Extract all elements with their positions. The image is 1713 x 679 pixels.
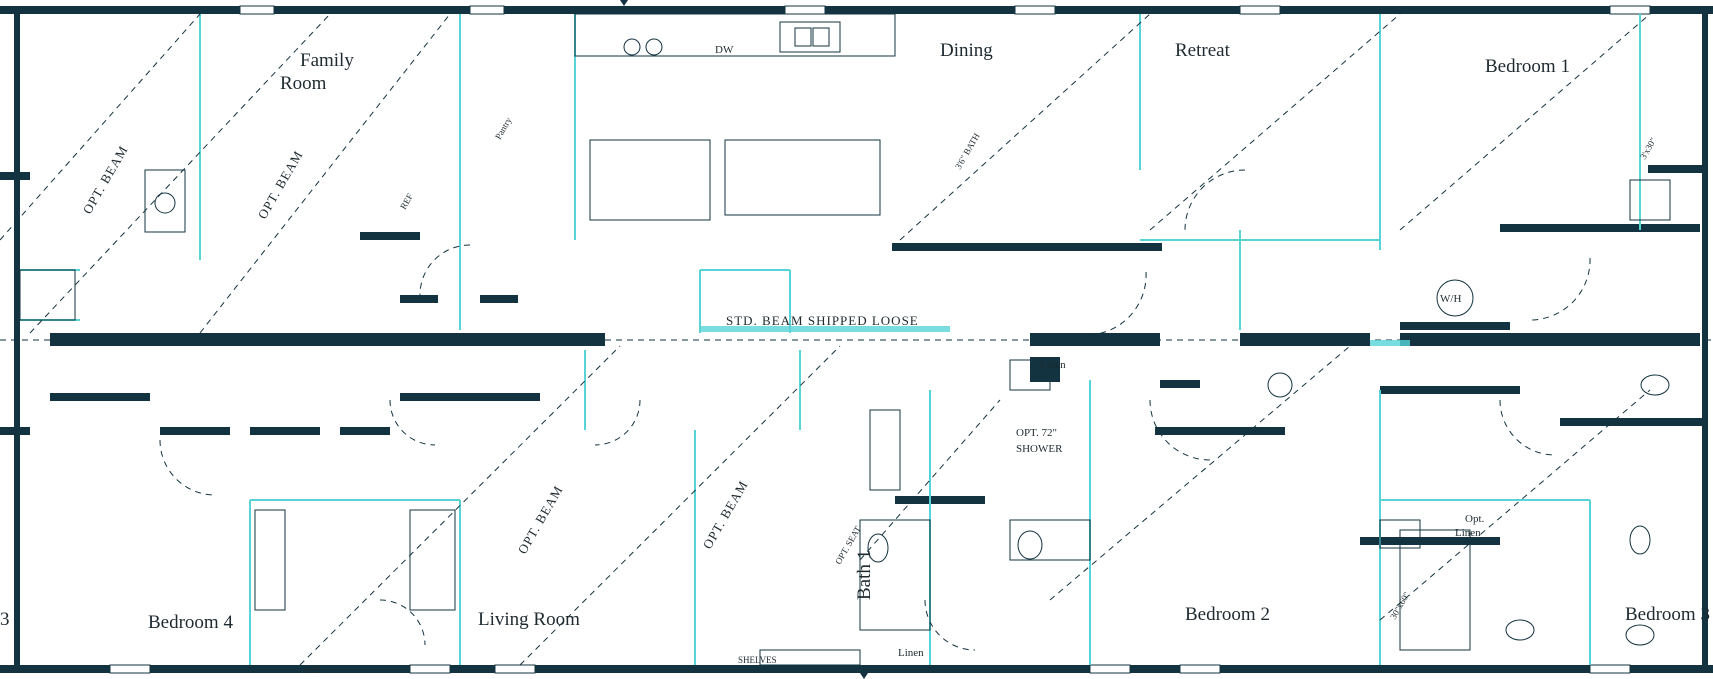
label-bedroom-2: Bedroom 2 — [1185, 604, 1270, 625]
label-bath-1: Bath 1 — [854, 550, 875, 600]
label-dw: DW — [715, 44, 734, 56]
label-living-room: Living Room — [478, 609, 580, 630]
label-opt-linen-1: Opt. — [1465, 513, 1485, 525]
label-linen-b: Linen — [898, 647, 924, 659]
hatch-lines — [0, 13, 1651, 666]
label-dimension: 3882 — [302, 665, 320, 675]
label-bedroom-4: Bedroom 4 — [148, 612, 233, 633]
label-bath-dim-b: 3'x30" — [1638, 136, 1658, 161]
label-dining: Dining — [940, 40, 993, 61]
label-std-beam: STD. BEAM SHIPPED LOOSE — [726, 313, 919, 328]
label-wh: W/H — [1440, 293, 1461, 305]
door-swings — [159, 169, 1591, 651]
label-family-room-2: Room — [280, 73, 327, 94]
label-opt-beam-c: OPT. BEAM — [515, 483, 566, 557]
label-opt-linen-2: Linen — [1455, 527, 1481, 539]
label-bath-dim: 3'6" BATH — [953, 131, 982, 171]
label-bedroom-1: Bedroom 1 — [1485, 56, 1570, 77]
label-ref: REF — [398, 192, 415, 211]
label-opt-beam-a: OPT. BEAM — [80, 143, 131, 217]
label-bedroom-3-partial: 3 — [0, 609, 10, 630]
label-shower-1: OPT. 72" — [1016, 427, 1057, 439]
interior-walls — [0, 165, 1708, 545]
center-wall — [0, 326, 1713, 346]
bath-fixtures — [19, 169, 1671, 666]
label-opt-beam-b: OPT. BEAM — [255, 148, 306, 222]
label-shelves: SHELVES — [738, 655, 777, 665]
kitchen — [574, 13, 896, 221]
label-family-room-1: Family — [300, 50, 354, 71]
label-pantry: Pantry — [493, 115, 514, 141]
label-shower-2: SHOWER — [1016, 443, 1063, 455]
label-linen-a: Linen — [1040, 359, 1066, 371]
label-bedroom-right: Bedroom 3 — [1625, 604, 1710, 625]
label-opt-beam-d: OPT. BEAM — [700, 478, 751, 552]
label-retreat: Retreat — [1175, 40, 1231, 61]
